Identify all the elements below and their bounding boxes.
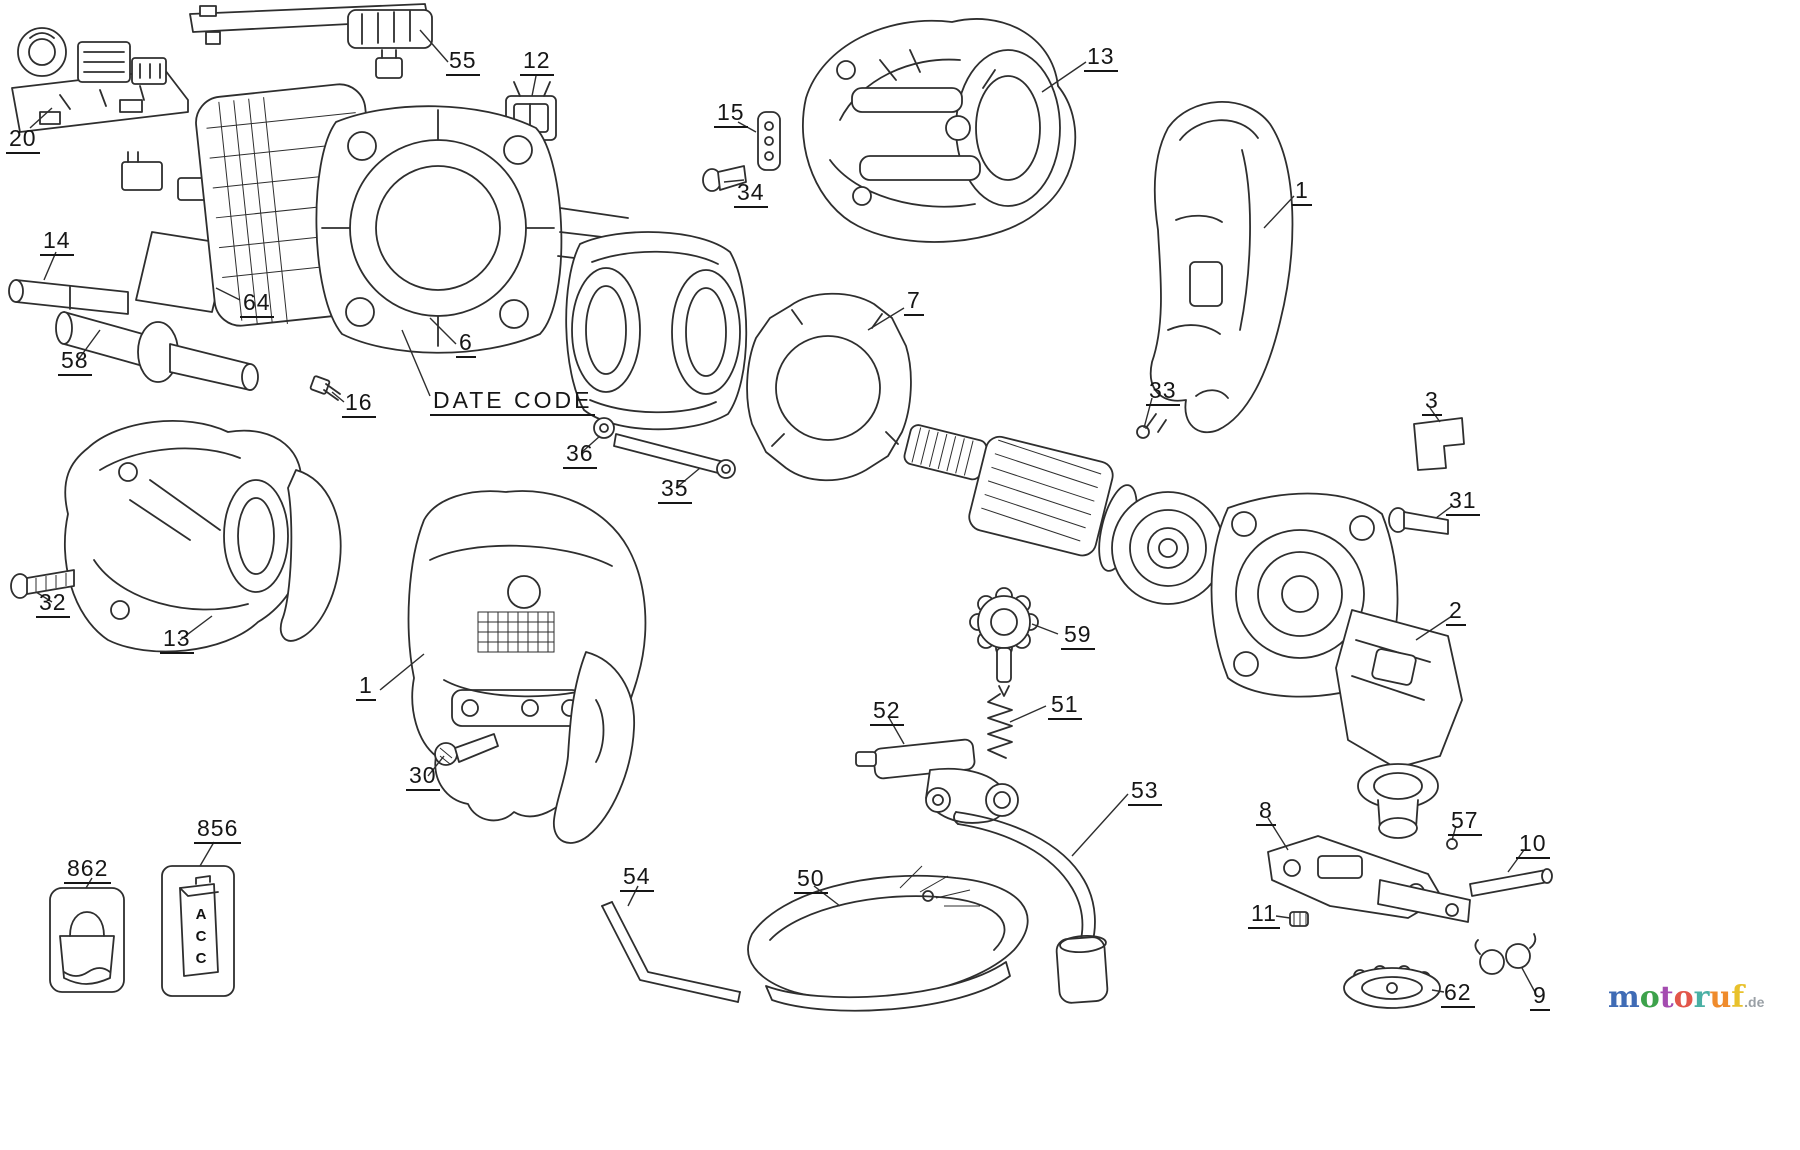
part-9-drawing (1474, 933, 1537, 975)
part-label-3: 3 (1422, 388, 1442, 417)
part-55-drawing (189, 3, 433, 79)
watermark-letter: f (1731, 980, 1745, 1015)
part-label-8: 8 (1256, 798, 1276, 827)
part-52-drawing (855, 738, 1019, 824)
part-1-center-drawing (407, 490, 647, 844)
part-6-drawing (195, 83, 629, 354)
part-11-drawing (1289, 911, 1309, 927)
part-33-armature-drawing (903, 413, 1253, 605)
part-label-30: 30 (406, 763, 440, 792)
part-62-drawing (1343, 965, 1441, 1009)
part-label-62: 62 (1441, 980, 1475, 1009)
part-label-59: 59 (1061, 622, 1095, 651)
part-862-drawing (49, 887, 125, 993)
terminal-blocks-drawing (121, 151, 221, 201)
part-label-64: 64 (240, 290, 274, 319)
part-label-11: 11 (1248, 901, 1280, 930)
part-label-33: 33 (1146, 378, 1180, 407)
part-label-34: 34 (734, 180, 768, 209)
part-label-51: 51 (1048, 692, 1082, 721)
part-57-drawing (1446, 838, 1458, 850)
part-15-drawing (757, 111, 781, 171)
part-label-50: 50 (794, 866, 828, 895)
part-13-left-drawing (63, 419, 342, 653)
watermark-letter: r (1693, 980, 1710, 1015)
part-32-drawing (10, 569, 75, 599)
part-2-drawing (1210, 492, 1463, 839)
part-34-drawing (702, 165, 747, 192)
part-8-drawing (1267, 835, 1471, 923)
watermark-suffix: .de (1744, 994, 1765, 1010)
part-10-drawing (1469, 868, 1553, 897)
part-label-32: 32 (36, 590, 70, 619)
part-label-20: 20 (6, 126, 40, 155)
part-856-drawing (161, 865, 235, 997)
part-1-right-drawing (1149, 101, 1294, 434)
watermark-letter: u (1709, 980, 1732, 1015)
part-label-2: 2 (1446, 598, 1466, 627)
part-64-drawing (135, 231, 229, 313)
part-label-9: 9 (1530, 983, 1550, 1012)
part-label-54: 54 (620, 864, 654, 893)
part-30-drawing (434, 733, 499, 766)
part-label-12: 12 (520, 48, 554, 77)
part-label-31: 31 (1446, 488, 1480, 517)
part-label-36: 36 (563, 441, 597, 470)
leader-lines (29, 29, 1537, 995)
watermark-letter: m (1608, 980, 1640, 1015)
part-51-drawing (987, 693, 1013, 759)
watermark-letter: o (1673, 980, 1694, 1015)
part-label-55: 55 (446, 48, 480, 77)
part-36-drawing (593, 417, 615, 439)
part-label-6: 6 (456, 330, 476, 359)
part-label-13-top: 13 (1084, 44, 1118, 73)
part-14-drawing (8, 279, 129, 315)
part-59-drawing (969, 587, 1039, 697)
date-code-label: DATE CODE (430, 388, 596, 417)
field-coil-drawing (565, 231, 748, 431)
part-label-52: 52 (870, 698, 904, 727)
part-label-13-left: 13 (160, 626, 194, 655)
part-label-16: 16 (342, 390, 376, 419)
part-13-top-drawing (802, 18, 1077, 243)
part-20-drawing (11, 27, 189, 133)
part-label-862: 862 (64, 856, 112, 885)
part-53-drawing (953, 811, 1109, 1004)
part-label-856: 856 (194, 816, 242, 845)
acc-card-label: A C C (195, 906, 207, 967)
part-label-58: 58 (58, 348, 92, 377)
part-label-10: 10 (1516, 831, 1550, 860)
part-7-drawing (746, 292, 912, 482)
part-label-35: 35 (658, 476, 692, 505)
part-label-15: 15 (714, 100, 748, 129)
part-label-57: 57 (1448, 808, 1482, 837)
part-58-drawing (55, 311, 259, 391)
part-label-1-center: 1 (356, 673, 376, 702)
part-label-1-right: 1 (1292, 178, 1312, 207)
part-3-drawing (1413, 417, 1465, 471)
part-35-drawing (613, 433, 736, 479)
part-label-53: 53 (1128, 778, 1162, 807)
watermark-letter: t (1659, 980, 1674, 1015)
part-54-drawing (601, 901, 741, 1003)
part-16-drawing (309, 375, 341, 401)
part-50-drawing (747, 865, 1029, 1012)
watermark-letter: o (1639, 980, 1660, 1015)
part-label-7: 7 (904, 288, 924, 317)
watermark: motoruf.de (1608, 980, 1764, 1015)
part-label-14: 14 (40, 228, 74, 257)
part-31-drawing (1388, 507, 1449, 535)
